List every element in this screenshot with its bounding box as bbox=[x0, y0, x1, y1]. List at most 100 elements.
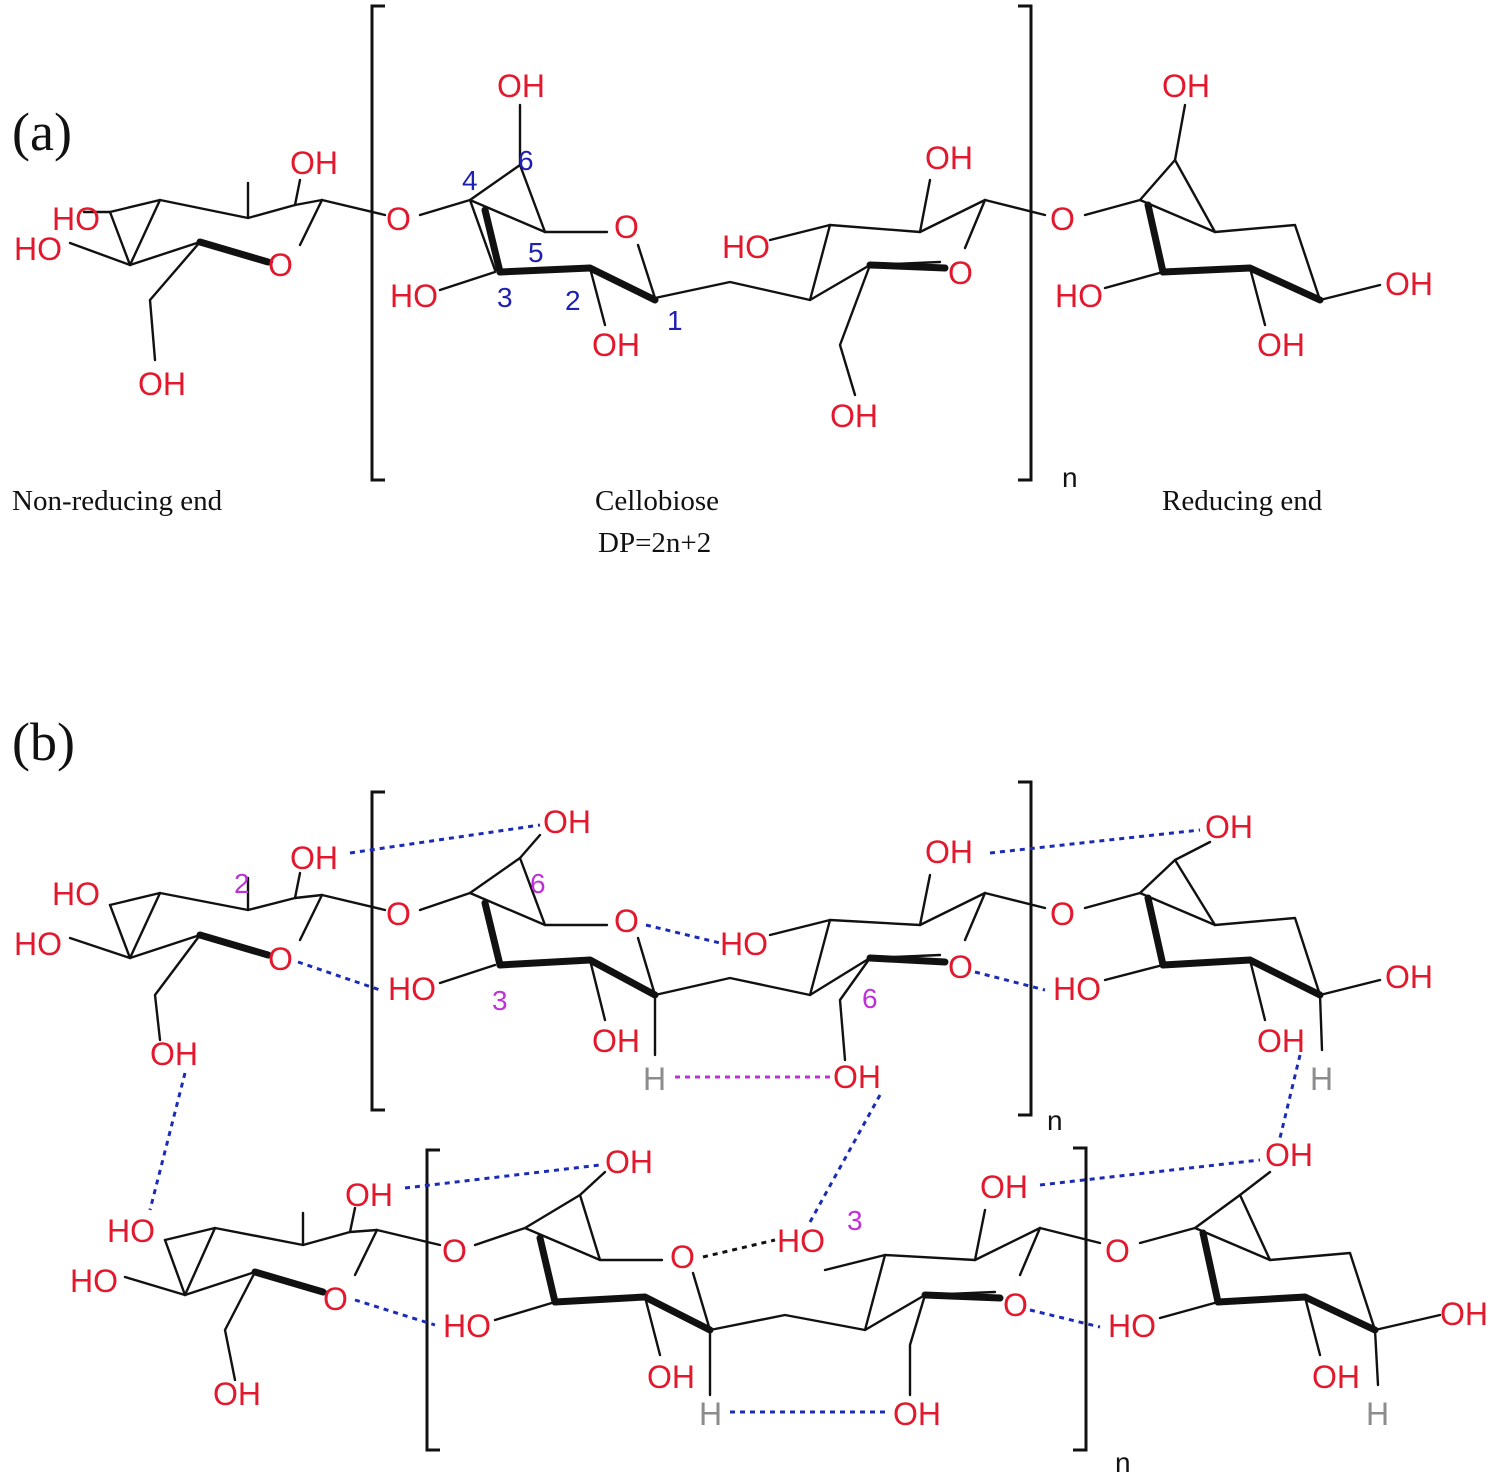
oh-label: OH bbox=[592, 1023, 640, 1059]
ring-oxygen-label: O bbox=[948, 949, 973, 985]
ho-label: HO bbox=[720, 926, 768, 962]
ho-label: HO bbox=[107, 1213, 155, 1249]
repeat-subscript-a: n bbox=[1062, 462, 1078, 493]
caption-dp: DP=2n+2 bbox=[598, 527, 711, 559]
ho-label: HO bbox=[52, 201, 100, 237]
oh-label: OH bbox=[925, 834, 973, 870]
lower-chain bbox=[123, 1146, 1442, 1452]
oh-label: OH bbox=[1312, 1359, 1360, 1395]
hbond-line bbox=[354, 1298, 436, 1327]
panel-a-label: (a) bbox=[12, 102, 72, 162]
ring-oxygen-label: O bbox=[948, 255, 973, 291]
ho-label: HO bbox=[1055, 278, 1103, 314]
hbond-line bbox=[989, 828, 1201, 855]
carbon-number-6: 6 bbox=[530, 868, 546, 899]
oh-label: OH bbox=[213, 1376, 261, 1412]
hbond-line bbox=[702, 1238, 776, 1259]
oh-label: OH bbox=[1385, 959, 1433, 995]
carbon-number-3: 3 bbox=[847, 1205, 863, 1236]
carbon-number-4: 4 bbox=[462, 165, 478, 196]
oh-label: OH bbox=[290, 145, 338, 181]
hbond-line bbox=[645, 923, 721, 945]
hbond-line bbox=[404, 1163, 601, 1190]
oh-label: OH bbox=[150, 1036, 198, 1072]
ring-oxygen-label: O bbox=[268, 247, 293, 283]
oh-label: OH bbox=[1440, 1296, 1488, 1332]
glycosidic-oxygen-label: O bbox=[1105, 1233, 1130, 1269]
caption-non-reducing-end: Non-reducing end bbox=[12, 485, 223, 517]
oh-label: OH bbox=[925, 140, 973, 176]
ring-oxygen-label: O bbox=[323, 1281, 348, 1317]
oh-label: OH bbox=[497, 68, 545, 104]
oh-label: OH bbox=[605, 1144, 653, 1180]
repeat-subscript-b-upper: n bbox=[1047, 1105, 1063, 1136]
carbon-number-2: 2 bbox=[234, 868, 250, 899]
atom-labels-b-lower: OH HO HO O OH O OH O HO OH H HO OH O OH … bbox=[70, 1137, 1488, 1432]
glycosidic-oxygen-label: O bbox=[386, 896, 411, 932]
ho-label: HO bbox=[443, 1308, 491, 1344]
glycosidic-oxygen-label: O bbox=[442, 1233, 467, 1269]
panel-a: (a) bbox=[12, 4, 1433, 559]
hbond-line bbox=[148, 1072, 187, 1211]
oh-label: OH bbox=[1385, 266, 1433, 302]
ring-oxygen-label: O bbox=[614, 903, 639, 939]
hydrogen-label: H bbox=[1310, 1061, 1333, 1097]
non-reducing-glucose-ring bbox=[68, 178, 387, 362]
hbond-line bbox=[974, 970, 1046, 992]
hbond-line bbox=[808, 1094, 882, 1223]
ho-label: HO bbox=[1053, 971, 1101, 1007]
ring-oxygen-label: O bbox=[614, 209, 639, 245]
panel-b-label: (b) bbox=[12, 712, 75, 772]
carbon-numbers-a: 1 2 3 4 5 6 bbox=[462, 145, 683, 336]
carbon-number-2: 2 bbox=[565, 285, 581, 316]
cellobiose-ring-2 bbox=[768, 178, 1047, 397]
ho-label: HO bbox=[777, 1223, 825, 1259]
hydrogen-label: H bbox=[699, 1396, 722, 1432]
ho-label: HO bbox=[722, 229, 770, 265]
ho-label: HO bbox=[14, 231, 62, 267]
oh-label: OH bbox=[647, 1359, 695, 1395]
ho-label: HO bbox=[390, 278, 438, 314]
ho-label: HO bbox=[14, 926, 62, 962]
carbon-number-6: 6 bbox=[862, 983, 878, 1014]
oh-label: OH bbox=[1265, 1137, 1313, 1173]
oh-label: OH bbox=[980, 1169, 1028, 1205]
oh-label: OH bbox=[345, 1177, 393, 1213]
atom-labels-a: OH HO HO O OH O OH O HO OH OH HO O OH O … bbox=[14, 68, 1433, 434]
carbon-number-5: 5 bbox=[528, 237, 544, 268]
caption-cellobiose: Cellobiose bbox=[595, 485, 719, 517]
oh-label: OH bbox=[290, 840, 338, 876]
repeat-bracket-right-a bbox=[1018, 4, 1033, 482]
carbon-number-3: 3 bbox=[492, 985, 508, 1016]
oh-label: OH bbox=[543, 804, 591, 840]
ring-oxygen-label: O bbox=[1003, 1287, 1028, 1323]
ho-label: HO bbox=[70, 1263, 118, 1299]
atom-labels-b-upper: OH HO HO O OH O OH O HO OH H HO OH O OH … bbox=[14, 804, 1433, 1097]
oh-label: OH bbox=[830, 398, 878, 434]
oh-label: OH bbox=[833, 1059, 881, 1095]
carbon-number-3: 3 bbox=[497, 282, 513, 313]
repeat-bracket-left-a bbox=[370, 4, 385, 482]
carbon-number-1: 1 bbox=[667, 305, 683, 336]
panel-b: (b) bbox=[12, 712, 1488, 1478]
hbond-line bbox=[349, 823, 541, 855]
hbond-line bbox=[1278, 1054, 1302, 1139]
oh-label: OH bbox=[1162, 68, 1210, 104]
ho-label: HO bbox=[52, 876, 100, 912]
hydrogen-label: H bbox=[643, 1061, 666, 1097]
caption-reducing-end: Reducing end bbox=[1162, 485, 1323, 517]
hbond-line bbox=[297, 960, 381, 992]
upper-chain bbox=[68, 780, 1382, 1117]
hydrogen-label: H bbox=[1366, 1396, 1389, 1432]
oh-label: OH bbox=[1257, 327, 1305, 363]
ho-label: HO bbox=[1108, 1308, 1156, 1344]
hbond-line bbox=[1039, 1158, 1261, 1187]
glycosidic-oxygen-label: O bbox=[1050, 896, 1075, 932]
reducing-glucose-ring bbox=[1083, 103, 1382, 327]
carbon-number-6: 6 bbox=[518, 145, 534, 176]
oh-label: OH bbox=[138, 366, 186, 402]
oh-label: OH bbox=[893, 1396, 941, 1432]
oh-label: OH bbox=[592, 327, 640, 363]
hbond-line bbox=[1029, 1308, 1101, 1329]
